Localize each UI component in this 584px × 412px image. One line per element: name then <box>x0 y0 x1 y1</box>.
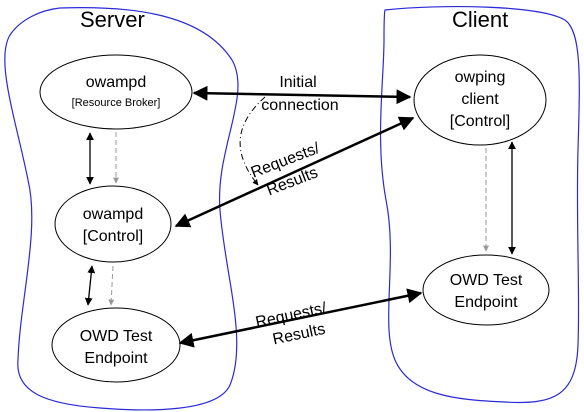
node-sublabel: Endpoint <box>454 294 518 311</box>
node-label: OWD Test <box>450 272 523 289</box>
edge-test-requests <box>178 288 423 348</box>
node-owampd-control: owampd [Control] <box>54 185 172 263</box>
edge-label: connection <box>261 97 338 114</box>
node-owd-client: OWD Test Endpoint <box>422 254 550 326</box>
node-label: OWD Test <box>80 328 153 345</box>
node-label: owampd <box>86 74 146 91</box>
server-region <box>4 7 239 411</box>
client-region-title: Client <box>452 7 508 32</box>
server-region-title: Server <box>80 7 145 32</box>
node-sublabel: [Resource Broker] <box>72 97 161 109</box>
edge-control-requests <box>174 116 415 228</box>
edge-label: Initial <box>279 74 316 91</box>
node-label: owping <box>455 69 506 86</box>
node-sublabel: [Control] <box>83 228 143 245</box>
edge-control-endpoint-dashed <box>108 265 115 306</box>
node-sublabel: Endpoint <box>84 350 148 367</box>
node-sublabel: client <box>461 91 499 108</box>
node-owd-server: OWD Test Endpoint <box>51 307 181 383</box>
node-sublabel: [Control] <box>450 113 510 130</box>
node-owampd-broker: owampd [Resource Broker] <box>39 54 193 130</box>
edge-control-endpoint <box>84 265 96 306</box>
node-owping-client: owping client [Control] <box>413 54 547 146</box>
edge-initial-connection <box>192 85 412 105</box>
node-label: owampd <box>83 206 143 223</box>
